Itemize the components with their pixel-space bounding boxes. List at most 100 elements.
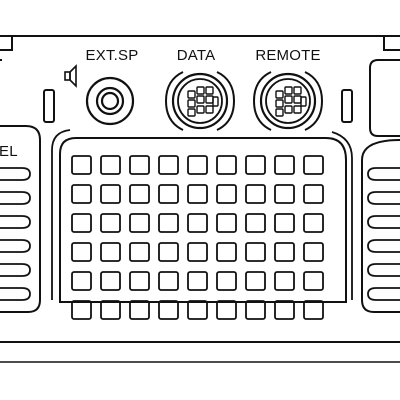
vent-hole [303, 184, 324, 204]
left-vent-slot [0, 215, 31, 229]
vent-hole [216, 184, 237, 204]
vent-hole [303, 213, 324, 233]
vent-hole [274, 184, 295, 204]
connector-pin [187, 99, 196, 108]
vent-hole [245, 242, 266, 262]
connector-pin [275, 90, 284, 99]
vent-hole [71, 184, 92, 204]
connector-key [212, 96, 219, 107]
data-connector-pins [187, 86, 219, 117]
connector-pin [275, 108, 284, 117]
vent-hole [187, 271, 208, 291]
connector-pin [293, 95, 302, 104]
vent-hole [303, 155, 324, 175]
left-side-panel [0, 59, 41, 313]
vent-hole [100, 242, 121, 262]
left-vent-slot [0, 263, 31, 277]
vent-hole [216, 300, 237, 320]
connector-pin [205, 86, 214, 95]
remote-label: REMOTE [255, 47, 320, 64]
right-side-vents [367, 167, 400, 301]
ext-sp-label: EXT.SP [86, 47, 139, 64]
vent-hole [100, 271, 121, 291]
vent-hole [274, 300, 295, 320]
left-vent-slot [0, 287, 31, 301]
connector-pin [196, 95, 205, 104]
vent-hole [245, 271, 266, 291]
connector-pin [196, 105, 205, 114]
vent-hole [100, 184, 121, 204]
vent-hole [71, 213, 92, 233]
vent-hole [158, 213, 179, 233]
connector-pin [284, 105, 293, 114]
vent-hole [187, 300, 208, 320]
right-vent-slot [367, 215, 400, 229]
connector-pin [205, 105, 214, 114]
connector-pin [275, 99, 284, 108]
right-vent-slot [367, 287, 400, 301]
left-indicator-slot [43, 89, 55, 123]
vent-hole [129, 213, 150, 233]
grille-shoulder-right [331, 131, 353, 300]
vent-hole [187, 155, 208, 175]
remote-connector-pins [275, 86, 307, 117]
vent-hole [274, 213, 295, 233]
vent-hole [71, 300, 92, 320]
vent-hole [129, 271, 150, 291]
right-vent-slot [367, 191, 400, 205]
connector-pin [187, 90, 196, 99]
left-vent-slot [0, 239, 31, 253]
connector-pin [205, 95, 214, 104]
top-right-bracket [383, 35, 400, 51]
connector-key [300, 96, 307, 107]
vent-hole [274, 242, 295, 262]
vent-hole [100, 213, 121, 233]
vent-hole [71, 155, 92, 175]
right-indicator-slot [341, 89, 353, 123]
right-vent-slot [367, 167, 400, 181]
vent-hole [129, 242, 150, 262]
vent-hole [274, 271, 295, 291]
vent-hole [158, 184, 179, 204]
connector-pin [284, 86, 293, 95]
panel-frame [0, 35, 400, 363]
vent-hole [158, 300, 179, 320]
vent-hole [100, 155, 121, 175]
vent-grid [71, 155, 324, 320]
grille-housing [59, 137, 347, 303]
vent-hole [216, 242, 237, 262]
vent-hole [100, 300, 121, 320]
vent-hole [158, 242, 179, 262]
top-left-bracket [0, 35, 13, 51]
vent-hole [129, 155, 150, 175]
connector-pin [187, 108, 196, 117]
connector-pin [293, 86, 302, 95]
vent-hole [245, 155, 266, 175]
vent-hole [216, 271, 237, 291]
vent-hole [303, 271, 324, 291]
data-connector[interactable] [164, 71, 236, 131]
ext-sp-jack[interactable] [85, 76, 135, 126]
vent-hole [71, 271, 92, 291]
connector-pin [293, 105, 302, 114]
remote-connector[interactable] [252, 71, 324, 131]
connector-pin [284, 95, 293, 104]
vent-hole [71, 242, 92, 262]
vent-hole [129, 300, 150, 320]
vent-hole [303, 242, 324, 262]
grille-shoulder-left [51, 129, 71, 300]
vent-hole [158, 155, 179, 175]
vent-hole [129, 184, 150, 204]
vent-hole [158, 271, 179, 291]
vent-hole [245, 184, 266, 204]
vent-hole [216, 155, 237, 175]
vent-hole [245, 213, 266, 233]
vent-hole [187, 242, 208, 262]
vent-hole [274, 155, 295, 175]
left-side-vents [0, 167, 31, 301]
vent-hole [187, 213, 208, 233]
connector-pin [196, 86, 205, 95]
side-label-fragment: EL [0, 143, 18, 160]
data-label: DATA [177, 47, 216, 64]
